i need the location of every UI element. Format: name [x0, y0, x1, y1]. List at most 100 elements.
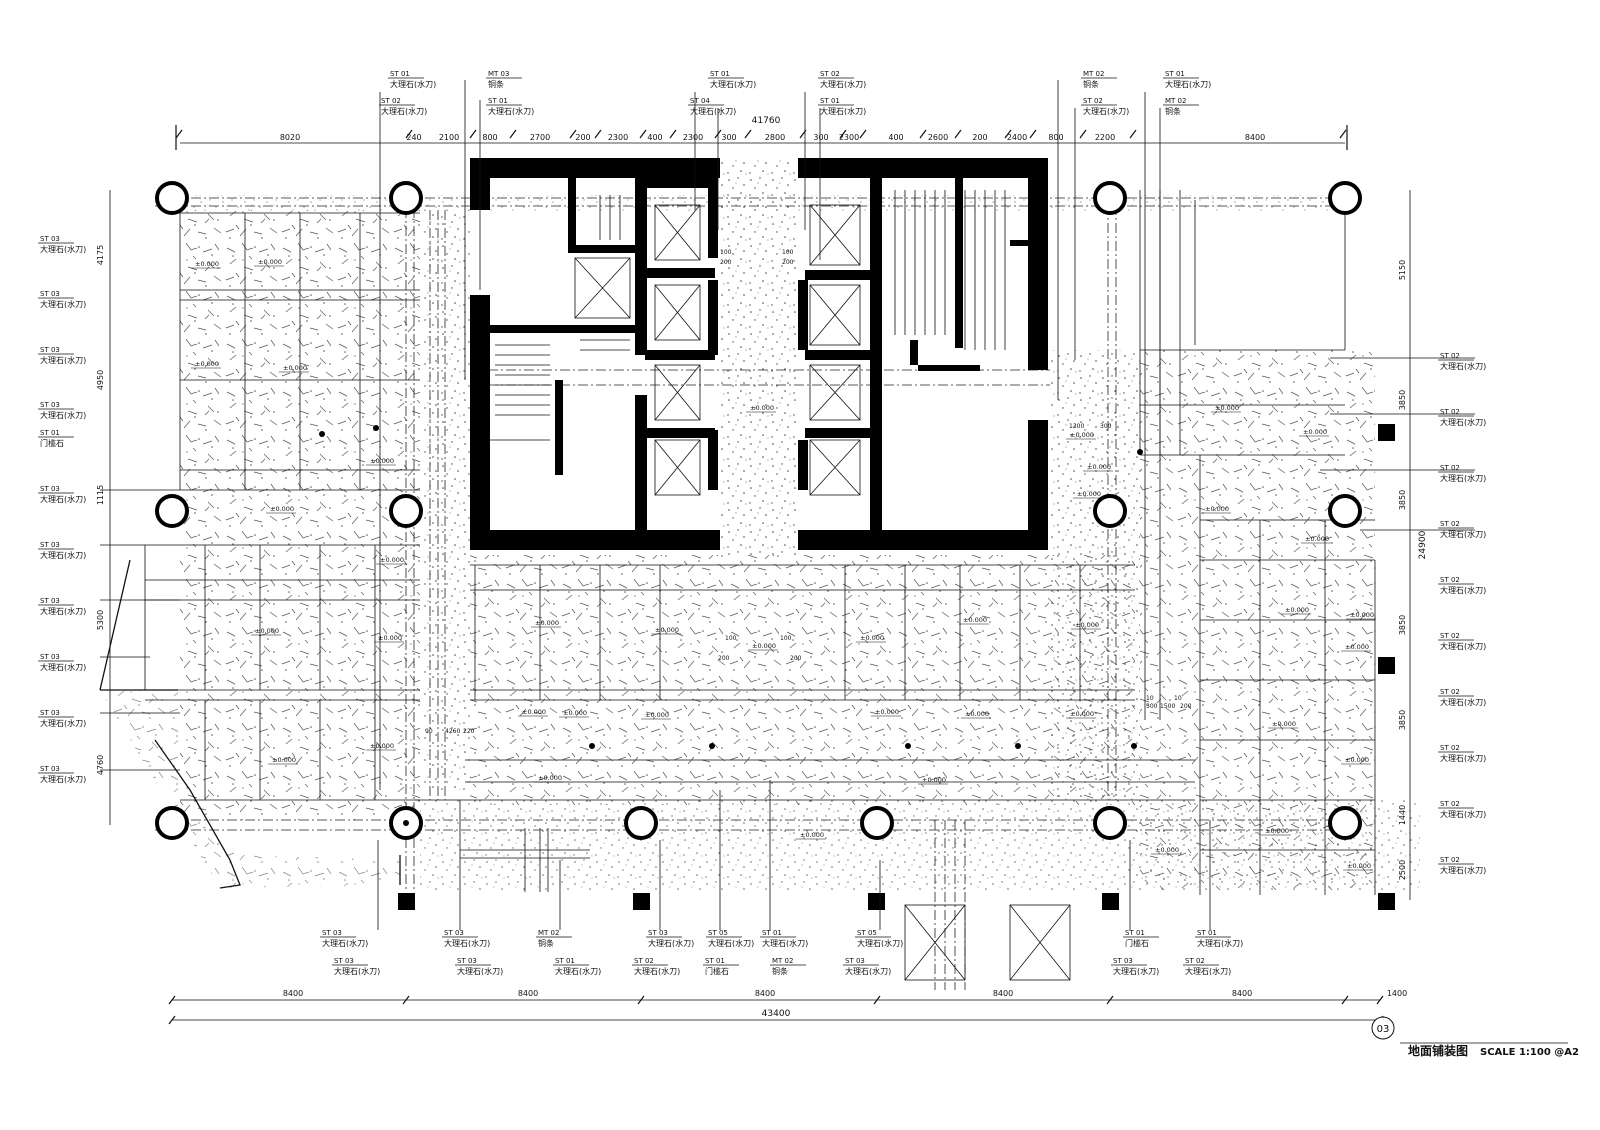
elevator-shafts	[574, 204, 1071, 981]
floor-drain	[1137, 449, 1143, 455]
core-walls	[470, 158, 1048, 550]
core-wall-east-mid	[870, 178, 882, 355]
top-dimension: 2800	[765, 133, 785, 142]
drawing-number: 03	[1377, 1024, 1390, 1035]
level-value: ±0.000	[1155, 846, 1179, 854]
material-code: ST 02	[1440, 744, 1460, 752]
level-value: ±0.000	[283, 364, 307, 372]
level-mark: ±0.000	[856, 634, 886, 643]
elevator-shaft	[654, 364, 701, 421]
material-name: 大理石(水刀)	[40, 244, 86, 254]
material-name: 铜条	[772, 966, 788, 976]
elevator-shaft	[1009, 904, 1071, 981]
material-code: ST 02	[1440, 632, 1460, 640]
elevator-shaft	[809, 364, 861, 421]
elevator-shaft	[809, 439, 861, 496]
material-name: 大理石(水刀)	[1440, 697, 1486, 707]
column	[1328, 181, 1362, 215]
material-code: ST 02	[1440, 408, 1460, 416]
small-dimension: 200	[718, 655, 730, 662]
square-column	[868, 893, 885, 910]
floor-drain	[709, 743, 715, 749]
left-dimension: 4175	[96, 245, 105, 265]
material-name: 大理石(水刀)	[820, 106, 866, 116]
column	[1093, 494, 1127, 528]
level-mark: ±0.000	[1083, 463, 1113, 472]
material-code: ST 01	[710, 70, 730, 78]
material-name: 大理石(水刀)	[40, 774, 86, 784]
drawing-scale: SCALE 1:100 @A2	[1480, 1047, 1579, 1058]
core-wall-east-shaft-top	[805, 270, 870, 280]
level-value: ±0.000	[1272, 720, 1296, 728]
material-code: ST 03	[40, 653, 60, 661]
material-name: 大理石(水刀)	[690, 106, 736, 116]
square-column	[1102, 893, 1119, 910]
level-value: ±0.000	[963, 616, 987, 624]
material-code: ST 03	[648, 929, 668, 937]
elevator-shaft	[654, 204, 701, 261]
material-code: ST 03	[444, 929, 464, 937]
material-code: ST 05	[708, 929, 728, 937]
level-mark: ±0.000	[279, 364, 309, 373]
material-name: 铜条	[1165, 106, 1181, 116]
core-wall-east-shaft-b	[805, 428, 870, 438]
material-name: 大理石(水刀)	[1185, 966, 1231, 976]
small-dimension: 100	[780, 635, 792, 642]
material-name: 大理石(水刀)	[40, 606, 86, 616]
material-name: 大理石(水刀)	[1440, 865, 1486, 875]
material-code: ST 02	[1440, 520, 1460, 528]
material-name: 大理石(水刀)	[40, 662, 86, 672]
level-value: ±0.000	[750, 404, 774, 412]
right-overall-dimension: 24900	[1418, 530, 1428, 559]
column	[624, 806, 658, 840]
small-dimension: 90	[425, 728, 433, 735]
material-code: ST 01	[1125, 929, 1145, 937]
level-value: ±0.000	[1285, 606, 1309, 614]
material-name: 大理石(水刀)	[1440, 585, 1486, 595]
core-wall-west-stair4	[555, 380, 563, 475]
material-code: ST 03	[40, 401, 60, 409]
level-mark: ±0.000	[191, 360, 221, 369]
material-name: 大理石(水刀)	[40, 299, 86, 309]
column	[1328, 494, 1362, 528]
core-wall-west-mid	[635, 178, 647, 355]
square-column	[633, 893, 650, 910]
level-value: ±0.000	[860, 634, 884, 642]
level-value: ±0.000	[1205, 505, 1229, 513]
material-name: 大理石(水刀)	[820, 79, 866, 89]
material-code: ST 01	[820, 97, 840, 105]
level-value: ±0.000	[922, 776, 946, 784]
level-mark: ±0.000	[1299, 428, 1329, 437]
right-dimension: 2500	[1398, 860, 1407, 880]
small-dimension: 1300	[1069, 423, 1084, 430]
material-code: ST 01	[488, 97, 508, 105]
material-code: ST 03	[40, 290, 60, 298]
bottom-dimension: 1400	[1387, 989, 1407, 998]
material-code: ST 01	[1165, 70, 1185, 78]
level-mark: ±0.000	[1066, 431, 1096, 440]
level-mark: ±0.000	[1346, 611, 1376, 620]
top-dimension: 2200	[1095, 133, 1115, 142]
top-dimension: 200	[972, 133, 987, 142]
material-code: MT 03	[488, 70, 509, 78]
square-column	[1378, 424, 1395, 441]
material-name: 大理石(水刀)	[648, 938, 694, 948]
core-wall-west-shaft-side	[708, 178, 718, 258]
core-wall-west-shaft-top	[645, 178, 715, 188]
floor-drain	[1131, 743, 1137, 749]
